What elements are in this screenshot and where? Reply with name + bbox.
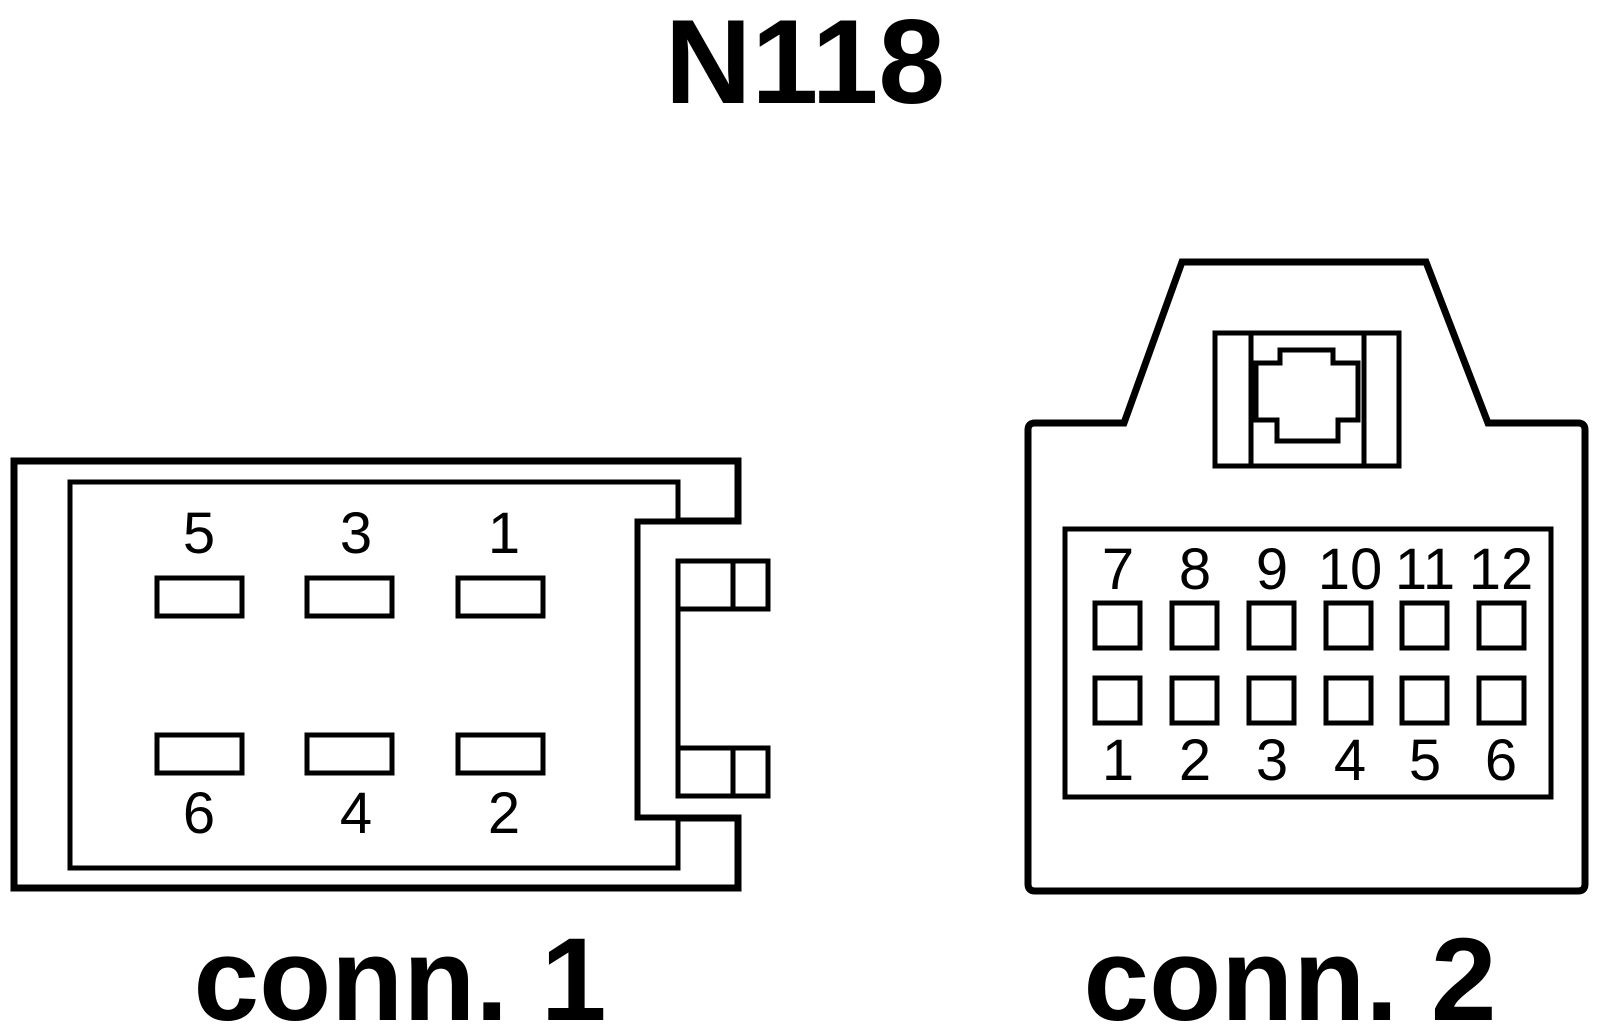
connector-1-inner-face bbox=[67, 479, 681, 871]
conn1-pin-cavity bbox=[304, 575, 395, 619]
conn2-pin-label: 8 bbox=[1179, 537, 1211, 602]
conn1-pin-cavity bbox=[455, 732, 546, 776]
connector-2-pin-field bbox=[1062, 526, 1554, 800]
conn2-pin-cavity bbox=[1092, 675, 1143, 726]
connector-2-latch-key bbox=[1253, 347, 1361, 444]
connector-1: 5 3 1 6 4 2 conn. 1 bbox=[10, 457, 771, 1032]
conn2-pin-label: 2 bbox=[1179, 728, 1211, 793]
conn1-pin-label: 5 bbox=[183, 501, 215, 566]
conn2-pin-label: 11 bbox=[1395, 537, 1455, 602]
conn2-pin-cavity bbox=[1399, 600, 1450, 651]
conn1-pin-label: 6 bbox=[183, 781, 215, 846]
connector-1-caption: conn. 1 bbox=[193, 914, 606, 1032]
conn1-pin-cavity bbox=[304, 732, 395, 776]
conn2-pin-label: 12 bbox=[1469, 537, 1534, 602]
conn2-pin-label: 5 bbox=[1409, 728, 1441, 793]
conn2-pin-label: 6 bbox=[1485, 728, 1517, 793]
conn2-pin-label: 9 bbox=[1256, 537, 1288, 602]
conn2-pin-label: 3 bbox=[1256, 728, 1288, 793]
connector-1-latch-top bbox=[675, 558, 771, 612]
conn2-pin-label: 1 bbox=[1102, 728, 1134, 793]
conn2-pin-cavity bbox=[1476, 600, 1527, 651]
conn2-pin-label: 7 bbox=[1102, 537, 1134, 602]
conn2-pin-cavity bbox=[1399, 675, 1450, 726]
conn2-pin-cavity bbox=[1169, 600, 1220, 651]
conn1-pin-cavity bbox=[154, 732, 245, 776]
connector-1-latch-bottom bbox=[675, 745, 771, 799]
conn2-pin-cavity bbox=[1476, 675, 1527, 726]
conn2-pin-cavity bbox=[1246, 675, 1297, 726]
connector-2-caption: conn. 2 bbox=[1083, 914, 1496, 1032]
conn1-pin-cavity bbox=[455, 575, 546, 619]
conn1-pin-label: 1 bbox=[488, 501, 520, 566]
conn2-pin-cavity bbox=[1246, 600, 1297, 651]
conn1-pin-cavity bbox=[154, 575, 245, 619]
conn2-pin-cavity bbox=[1169, 675, 1220, 726]
conn1-pin-label: 3 bbox=[340, 501, 372, 566]
conn2-pin-cavity bbox=[1092, 600, 1143, 651]
conn2-pin-cavity bbox=[1323, 675, 1374, 726]
connector-2: 7 8 9 10 11 12 1 2 3 4 5 6 conn. 2 bbox=[1024, 258, 1589, 1032]
conn2-pin-cavity bbox=[1323, 600, 1374, 651]
conn2-pin-label: 4 bbox=[1334, 728, 1366, 793]
conn1-pin-label: 4 bbox=[340, 781, 372, 846]
diagram-title: N118 bbox=[665, 0, 945, 129]
conn2-pin-label: 10 bbox=[1318, 537, 1383, 602]
conn1-pin-label: 2 bbox=[488, 781, 520, 846]
